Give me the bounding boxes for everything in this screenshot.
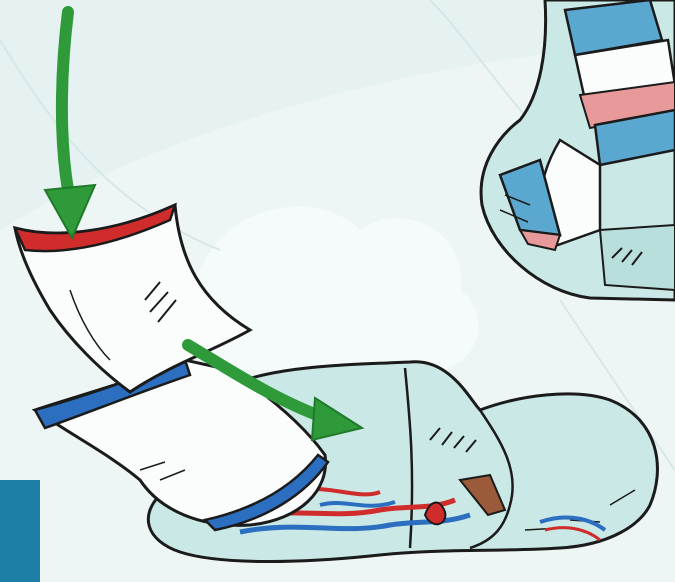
corner-tab	[0, 480, 40, 582]
backdrop-cloud	[186, 207, 479, 372]
